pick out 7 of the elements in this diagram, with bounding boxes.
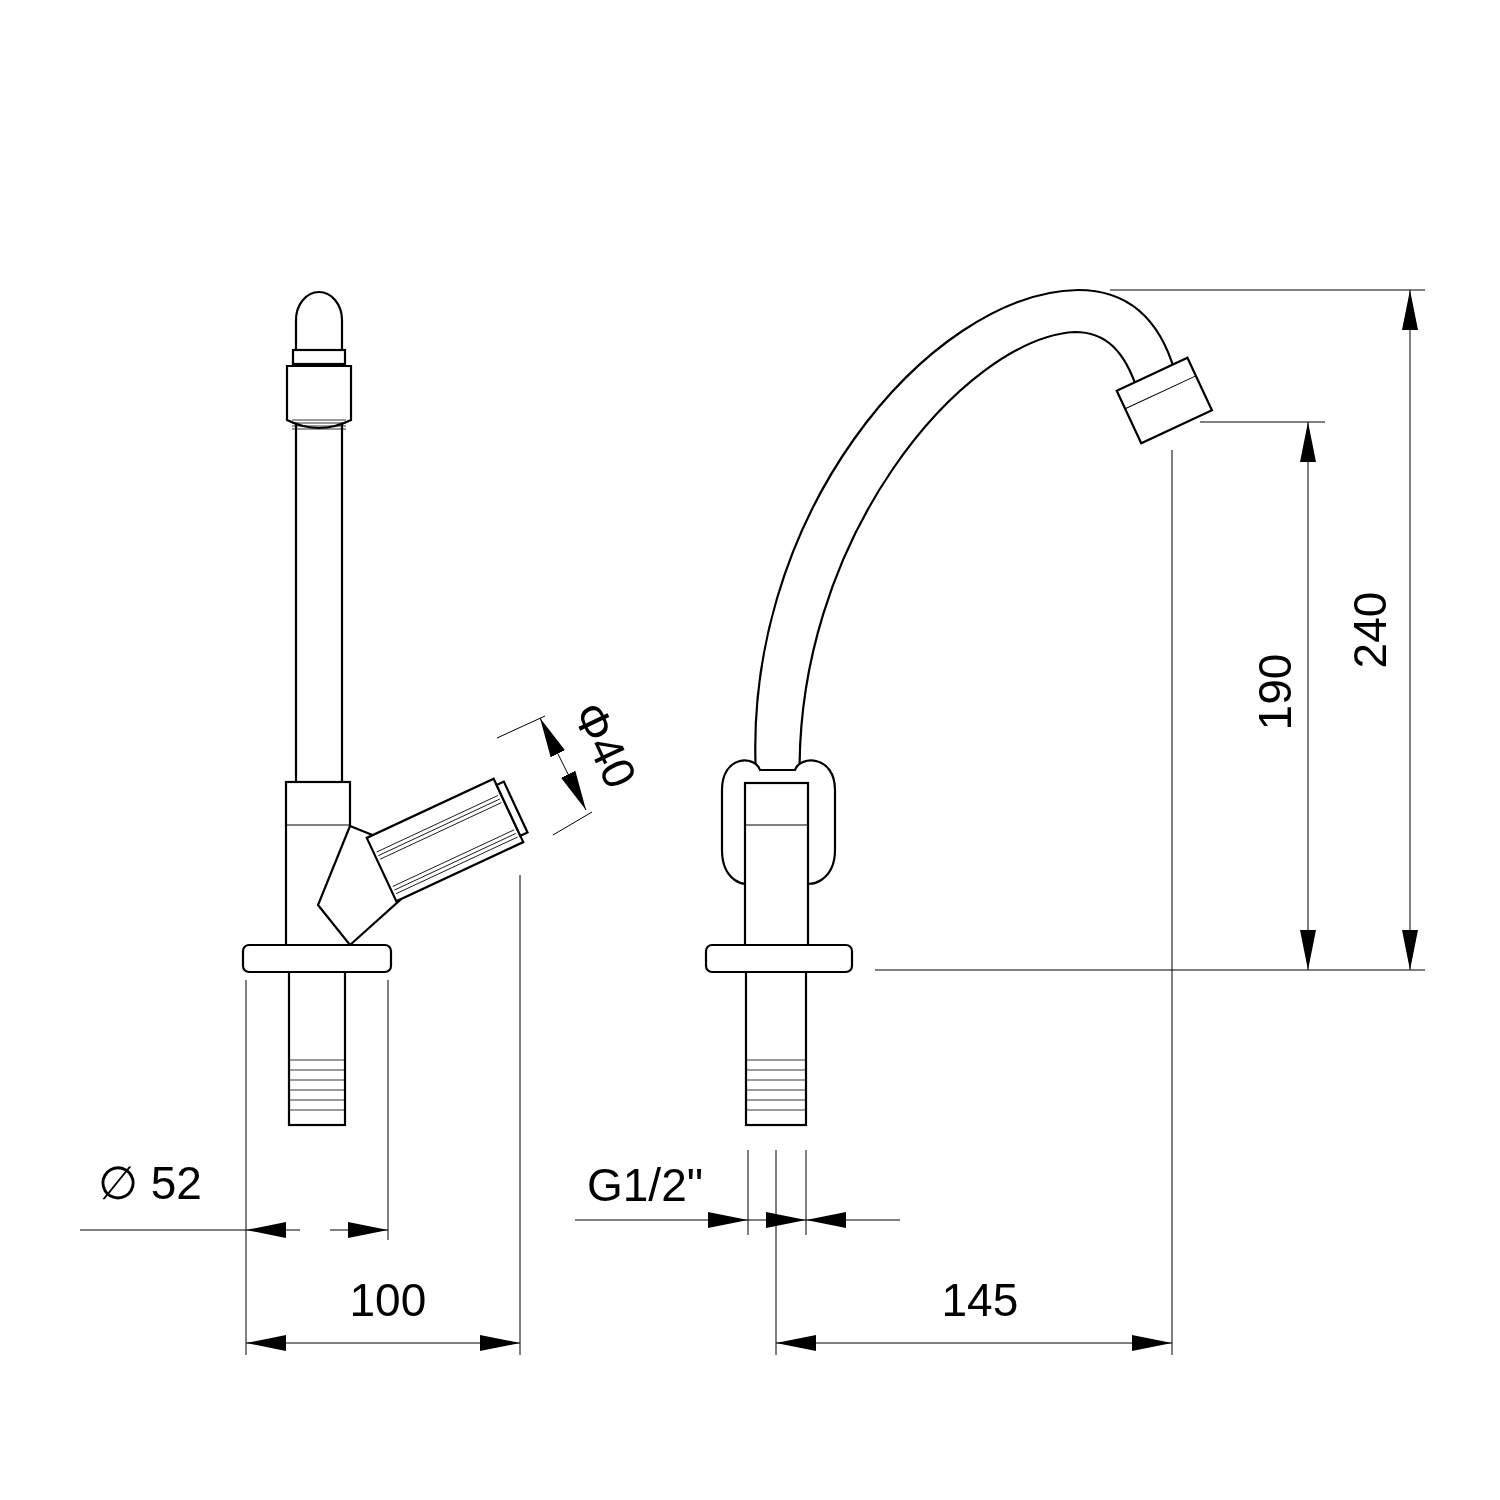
- dimension-value: 190: [1251, 653, 1298, 731]
- dimension-value: 145: [941, 1277, 1019, 1323]
- dimension-value: 100: [349, 1277, 427, 1323]
- thread-size-label: G1/2": [587, 1162, 704, 1208]
- dimension-value: 240: [1346, 591, 1393, 669]
- dimension-value: Φ40: [565, 695, 645, 795]
- dimension-value: ∅ 52: [98, 1160, 202, 1206]
